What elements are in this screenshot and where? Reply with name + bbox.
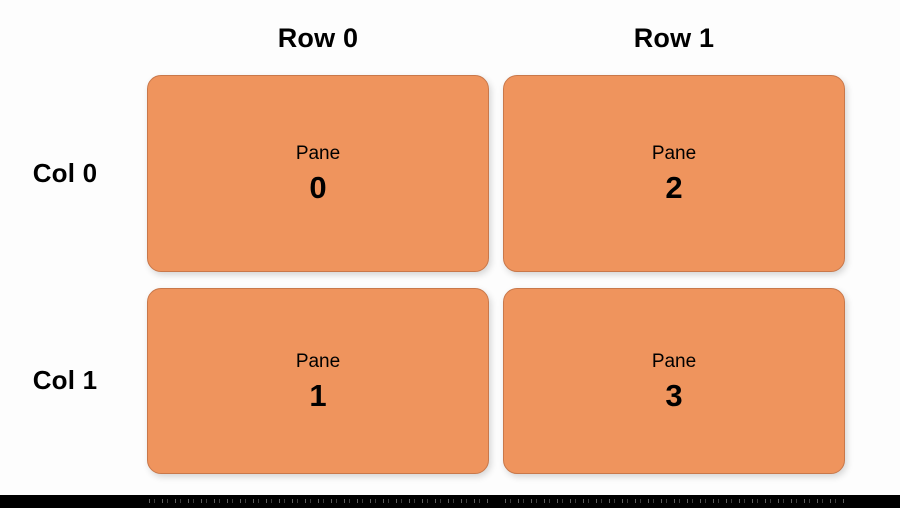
pane-3-content: Pane 3 [652, 352, 696, 411]
pane-0-label: Pane [295, 143, 341, 164]
pane-0-content: Pane 0 [296, 144, 340, 203]
pane-3-label: Pane [651, 350, 697, 372]
pane-1[interactable]: Pane 1 [147, 288, 489, 474]
pane-3[interactable]: Pane 3 [503, 288, 845, 474]
pane-grid: Row 0 Row 1 Col 0 Col 1 Pane 0 Pane 2 Pa… [32, 23, 845, 474]
pane-1-index: 1 [309, 377, 327, 413]
pane-1-label: Pane [295, 350, 341, 372]
bottom-bar [0, 495, 900, 508]
pane-2-content: Pane 2 [652, 144, 696, 203]
pane-0-index: 0 [309, 170, 327, 205]
column-header-row-0: Row 0 [277, 23, 359, 53]
bottom-bar-noise-left [147, 499, 489, 503]
pane-1-content: Pane 1 [296, 352, 340, 411]
pane-0[interactable]: Pane 0 [147, 75, 489, 272]
row-header-col-1: Col 1 [32, 365, 98, 395]
bottom-bar-noise-right [503, 499, 845, 503]
pane-3-index: 3 [665, 377, 683, 413]
row-header-col-0: Col 0 [32, 158, 98, 188]
pane-2-label: Pane [651, 143, 697, 164]
column-header-row-1: Row 1 [633, 23, 715, 53]
pane-2[interactable]: Pane 2 [503, 75, 845, 272]
pane-2-index: 2 [665, 170, 683, 205]
